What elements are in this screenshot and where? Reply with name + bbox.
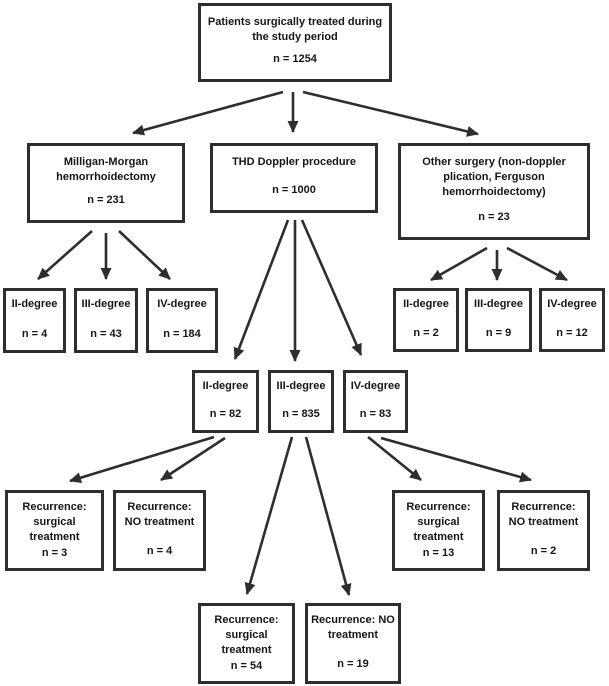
node-mm-iv-degree: IV-degree n = 184 — [146, 288, 218, 353]
node-count: n = 83 — [359, 407, 392, 420]
node-count: n = 82 — [209, 407, 242, 420]
node-label: III-degree — [276, 380, 326, 392]
node-label: THD Doppler procedure — [231, 156, 357, 168]
node-label: Milligan-Morgan hemorrhoidectomy — [56, 156, 156, 184]
node-count: n = 19 — [337, 657, 369, 670]
node-count: n = 13 — [422, 546, 455, 559]
node-label: Recurrence: NO treatment — [508, 501, 579, 529]
node-label: III-degree — [81, 298, 131, 310]
node-recurrence-deg3-no-treatment: Recurrence: NO treatment n = 19 — [305, 603, 401, 684]
node-recurrence-deg2-surgical: Recurrence: surgical treatment n = 3 — [5, 490, 104, 571]
node-thd-iv-degree: IV-degree n = 83 — [343, 370, 408, 433]
node-label: Recurrence: surgical treatment — [22, 501, 87, 544]
node-thd-iii-degree: III-degree n = 835 — [268, 370, 334, 433]
node-recurrence-deg4-no-treatment: Recurrence: NO treatment n = 2 — [497, 490, 590, 571]
node-label: III-degree — [474, 298, 523, 310]
node-milligan-morgan: Milligan-Morgan hemorrhoidectomy n = 231 — [27, 143, 185, 223]
node-label: II-degree — [11, 298, 58, 310]
node-count: n = 1000 — [272, 183, 316, 196]
node-count: n = 9 — [485, 326, 512, 339]
node-label: IV-degree — [157, 298, 207, 310]
node-recurrence-deg4-surgical: Recurrence: surgical treatment n = 13 — [392, 490, 485, 571]
node-mm-iii-degree: III-degree n = 43 — [74, 288, 138, 353]
node-label: IV-degree — [350, 380, 401, 392]
node-label: II-degree — [403, 298, 449, 310]
node-other-ii-degree: II-degree n = 2 — [393, 288, 459, 352]
node-label: Patients surgically treated during the s… — [207, 16, 383, 44]
node-count: n = 1254 — [273, 52, 317, 65]
node-label: Recurrence: surgical treatment — [214, 614, 279, 657]
node-recurrence-deg3-surgical: Recurrence: surgical treatment n = 54 — [198, 603, 295, 684]
node-thd-doppler: THD Doppler procedure n = 1000 — [210, 143, 378, 213]
node-recurrence-deg2-no-treatment: Recurrence: NO treatment n = 4 — [113, 490, 206, 571]
node-count: n = 2 — [413, 326, 439, 339]
node-label: Recurrence: surgical treatment — [406, 501, 471, 544]
node-other-surgery: Other surgery (non-doppler plication, Fe… — [398, 143, 590, 240]
node-label: Recurrence: NO treatment — [311, 614, 395, 642]
node-count: n = 231 — [87, 193, 125, 206]
node-count: n = 4 — [21, 327, 48, 340]
node-count: n = 54 — [230, 659, 263, 672]
node-thd-ii-degree: II-degree n = 82 — [192, 370, 259, 433]
node-label: IV-degree — [547, 298, 597, 310]
node-count: n = 835 — [282, 407, 320, 420]
node-count: n = 4 — [146, 544, 173, 557]
node-count: n = 3 — [41, 546, 68, 559]
node-patients-total: Patients surgically treated during the s… — [198, 3, 392, 82]
node-label: Other surgery (non-doppler plication, Fe… — [422, 156, 566, 199]
node-count: n = 23 — [478, 210, 510, 223]
node-count: n = 2 — [530, 544, 557, 557]
node-count: n = 12 — [556, 326, 588, 339]
node-mm-ii-degree: II-degree n = 4 — [3, 288, 66, 353]
node-count: n = 43 — [90, 327, 122, 340]
node-other-iv-degree: IV-degree n = 12 — [539, 288, 605, 352]
node-label: II-degree — [202, 380, 249, 392]
node-count: n = 184 — [163, 327, 201, 340]
node-other-iii-degree: III-degree n = 9 — [465, 288, 532, 352]
node-label: Recurrence: NO treatment — [124, 501, 195, 529]
